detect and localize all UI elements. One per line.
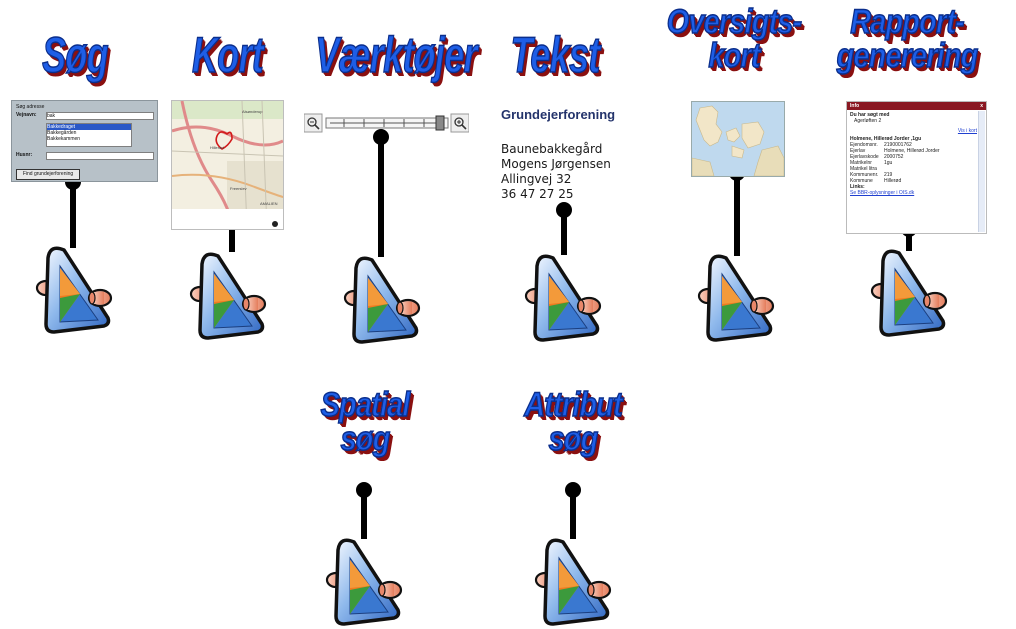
- title-spatial: Spatial søg: [320, 386, 411, 458]
- husnr-label: Husnr:: [16, 152, 33, 158]
- zoom-slider-thumb: [435, 115, 445, 131]
- component-icon-attribut: [534, 538, 612, 626]
- title-attribut: Attribut søg: [524, 386, 624, 458]
- vejnavn-suggestions[interactable]: Bakkedraget Bakkegården Bakkekammen: [46, 123, 132, 147]
- text-block: Grundejerforening Baunebakkegård Mogens …: [501, 107, 661, 202]
- husnr-input[interactable]: [46, 152, 154, 160]
- suggestion-item[interactable]: Bakkekammen: [47, 136, 81, 142]
- search-form: Søg adresse Vejnavn: bak Bakkedraget Bak…: [11, 100, 158, 182]
- component-icon-rapport: [870, 249, 948, 337]
- component-icon-oversigtskort: [697, 254, 775, 342]
- title-vaerktojer: Værktøjer: [315, 27, 478, 83]
- overview-map: [691, 101, 785, 177]
- zoom-in-icon: [454, 117, 464, 127]
- component-icon-vaerktojer: [343, 256, 421, 344]
- connector-sog: [65, 174, 81, 248]
- suggestion-item[interactable]: Bakkedraget: [47, 124, 131, 130]
- zoom-out-button: [303, 113, 323, 133]
- connector-attribut: [565, 482, 581, 539]
- info-row: Ejendomsnr.2190001762: [850, 142, 912, 148]
- info-scrollbar[interactable]: [978, 111, 985, 232]
- close-icon[interactable]: x: [980, 103, 983, 109]
- info-row: Kommunenr.219: [850, 172, 893, 178]
- zoom-slider[interactable]: [303, 113, 470, 133]
- searched-label: Du har søgt med: [850, 112, 890, 118]
- zoom-in-button: [450, 113, 470, 133]
- map-label: AMALIEN: [260, 201, 278, 206]
- search-form-heading: Søg adresse: [16, 104, 45, 110]
- zoom-out-icon: [307, 117, 317, 127]
- info-row: Matrikel litra: [850, 166, 877, 172]
- component-icon-tekst: [524, 254, 602, 342]
- title-sog: Søg: [42, 27, 110, 83]
- find-button[interactable]: Find grundejerforening: [16, 169, 80, 180]
- info-header: Info x: [847, 102, 986, 110]
- map-label: Hillerød: [210, 145, 224, 150]
- bbr-link[interactable]: Se BBR-oplysninger i OIS.dk: [850, 190, 915, 196]
- text-line: 36 47 27 25: [501, 187, 574, 201]
- component-icon-sog: [35, 246, 113, 334]
- map-label: Alsønderup: [242, 109, 263, 114]
- vejnavn-label: Vejnavn:: [16, 112, 37, 118]
- searched-value: Agerløften 2: [854, 118, 882, 124]
- map-label: Freerslev: [230, 186, 247, 191]
- connector-vaerktojer: [373, 129, 389, 257]
- links-label: Links:: [850, 184, 865, 190]
- component-icon-spatial: [325, 538, 403, 626]
- title-oversigtskort: Oversigts- kort: [666, 3, 803, 75]
- parcel-title: Holmene, Hillerød Jorder ,1gu: [850, 136, 922, 142]
- vejnavn-input[interactable]: bak: [46, 112, 154, 120]
- title-tekst: Tekst: [510, 27, 601, 83]
- connector-tekst: [556, 202, 572, 255]
- info-header-title: Info: [850, 103, 860, 109]
- connector-spatial: [356, 482, 372, 539]
- text-line: Allingvej 32: [501, 172, 572, 186]
- info-panel: Info x Du har søgt med Agerløften 2 Vis …: [846, 101, 987, 234]
- show-in-map-link[interactable]: Vis i kort: [957, 128, 977, 134]
- map-thumbnail: Hillerød Alsønderup Freerslev AMALIEN: [171, 100, 284, 230]
- component-icon-kort: [189, 252, 267, 340]
- text-line: Mogens Jørgensen: [501, 157, 611, 171]
- text-line: Baunebakkegård: [501, 142, 603, 156]
- title-kort: Kort: [191, 27, 264, 83]
- suggestion-item[interactable]: Bakkegården: [47, 130, 77, 136]
- connector-oversigtskort: [729, 165, 745, 256]
- org-name: Grundejerforening: [501, 107, 616, 122]
- map-drawing: [172, 101, 283, 229]
- title-rapport: Rapport- generering: [836, 3, 979, 75]
